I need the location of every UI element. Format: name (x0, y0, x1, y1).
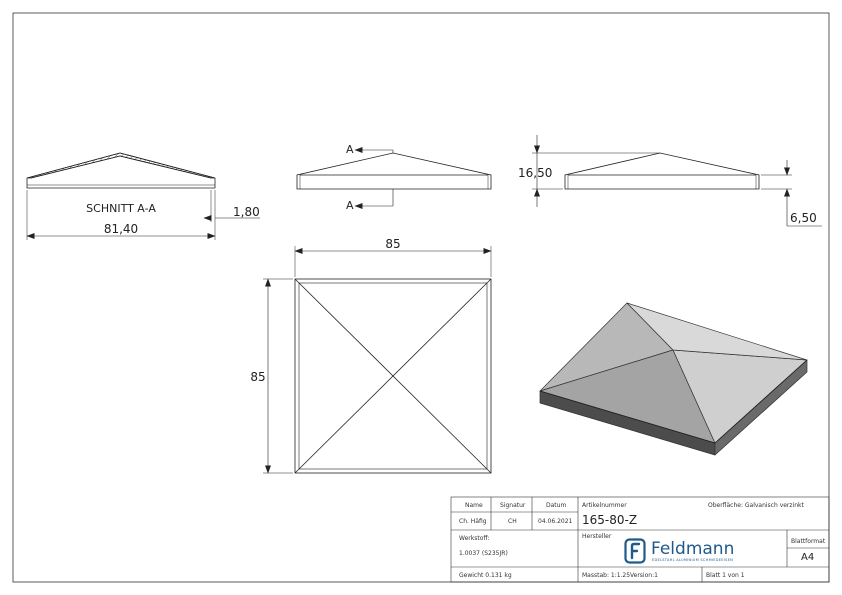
tb-oberflaeche: Oberfläche: Galvanisch verzinkt (708, 502, 804, 509)
logo-name: Feldmann (651, 539, 735, 559)
dim-total-height: 16,50 (518, 166, 552, 180)
section-marker-bottom: A (346, 199, 354, 212)
section-view (26, 152, 260, 240)
tb-artikelnummer-label: Artikelnummer (582, 502, 627, 509)
tb-blattformat-label: Blattformat (791, 538, 826, 545)
tb-blatt: Blatt 1 von 1 (706, 572, 745, 579)
section-marker-top: A (346, 143, 354, 156)
top-view (263, 246, 492, 474)
tb-artikelnummer-value: 165-80-Z (582, 513, 638, 527)
feldmann-f-logo-icon (624, 538, 646, 564)
tb-datum-value: 04.06.2021 (538, 518, 573, 525)
tb-signatur-header: Signatur (500, 502, 526, 509)
tb-massstab: Masstab: 1:1.25 (582, 572, 631, 579)
dim-top-width: 85 (385, 237, 400, 251)
tb-name-value: Ch. Häfig (459, 518, 487, 525)
front-view (296, 147, 492, 209)
tb-version: Version:1 (630, 572, 658, 579)
tb-datum-header: Datum (546, 502, 567, 509)
dim-rim-height: 6,50 (790, 211, 817, 225)
tb-signatur-value: CH (508, 518, 517, 525)
tb-werkstoff-label: Werkstoff: (459, 535, 490, 542)
dim-top-depth: 85 (250, 370, 265, 384)
tb-hersteller-label: Hersteller (582, 533, 612, 540)
drawing-frame (12, 12, 830, 583)
tb-blattformat-value: A4 (801, 552, 815, 563)
tb-name-header: Name (465, 502, 483, 509)
section-label: SCHNITT A-A (86, 202, 156, 215)
tb-gewicht: Gewicht 0.131 kg (459, 572, 512, 579)
dim-wall-thickness: 1,80 (233, 205, 260, 219)
dim-section-width: 81,40 (104, 222, 138, 236)
logo-tagline: EDELSTAHL ALUMINIUM SCHMIEDEEISEN (652, 558, 734, 562)
side-view (532, 135, 822, 227)
tb-werkstoff-value: 1.0037 (S235JR) (459, 550, 508, 557)
isometric-view (539, 302, 808, 456)
